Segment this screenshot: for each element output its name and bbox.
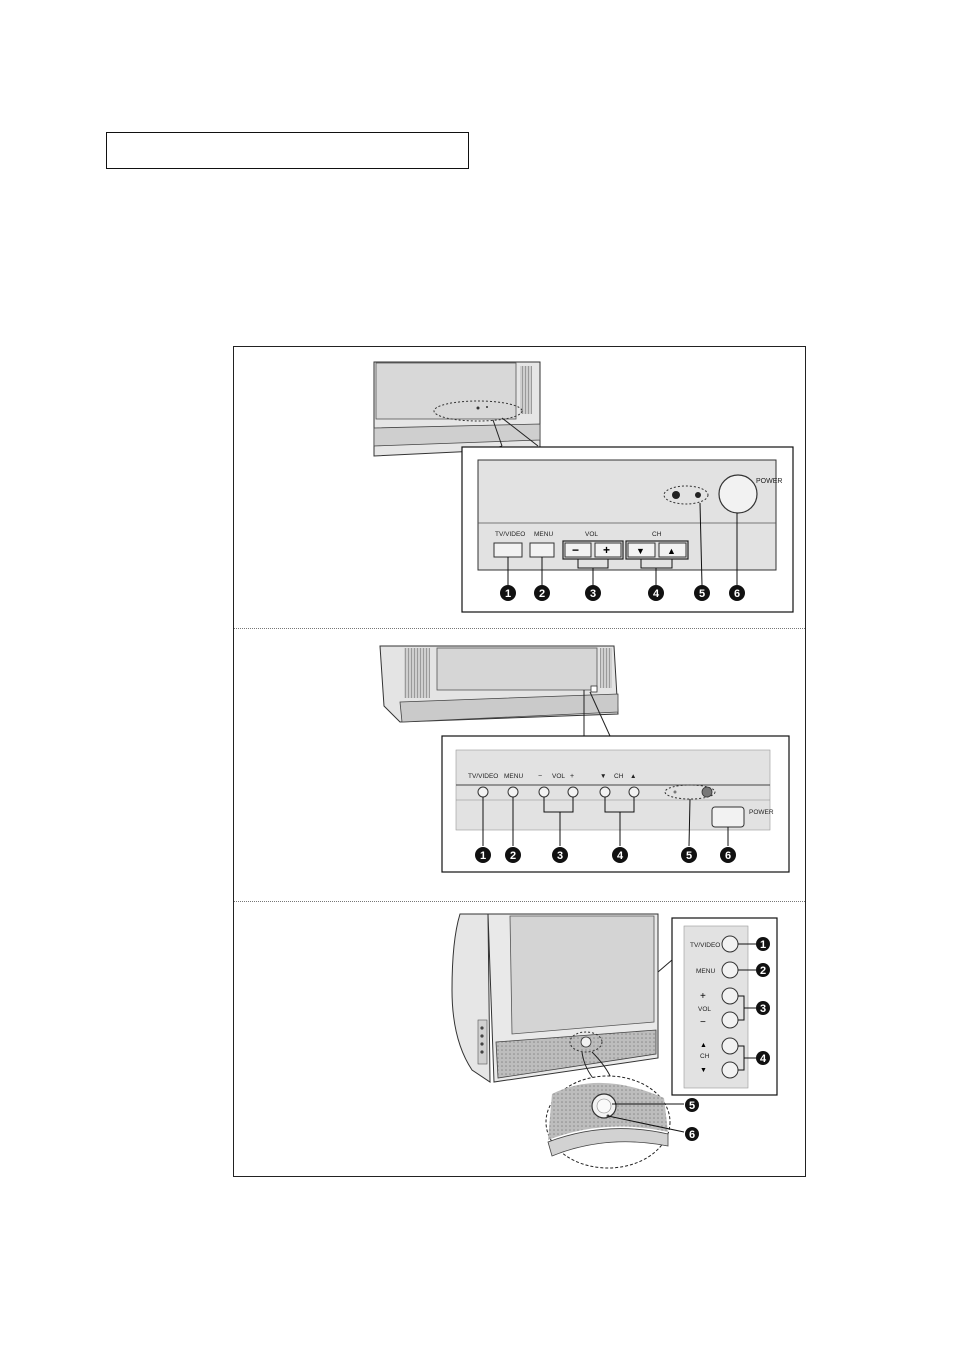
callout-number-2-5: 5 <box>681 847 697 863</box>
ch-up-label-3: ▲ <box>700 1042 707 1049</box>
tv-2-illustration <box>379 645 619 737</box>
power-zoom-callout <box>545 1075 671 1169</box>
svg-text:3: 3 <box>557 850 563 862</box>
ch-down-label-3: ▼ <box>700 1067 707 1074</box>
vol-plus-glyph-1: + <box>603 543 610 557</box>
tvvideo-label-1: TV/VIDEO <box>495 531 525 538</box>
callout-number-3-2: 2 <box>756 963 770 977</box>
power-indicator <box>695 492 701 498</box>
svg-text:5: 5 <box>686 850 692 862</box>
svg-text:3: 3 <box>590 588 596 600</box>
svg-text:5: 5 <box>689 1100 695 1112</box>
ch-up-button-1[interactable] <box>658 542 687 558</box>
vol-label-2: VOL <box>552 773 565 780</box>
vol-up-button-3[interactable] <box>721 987 739 1005</box>
callout-number-1-1: 1 <box>500 585 516 601</box>
sensor-area-1 <box>663 485 709 505</box>
panel-3: TV/VIDEO MENU + VOL − ▲ CH ▼ 1 2 3 4 <box>451 913 778 1169</box>
remote-sensor <box>672 491 680 499</box>
vol-minus-label-2: − <box>538 773 542 780</box>
menu-label-2: MENU <box>504 773 523 780</box>
svg-text:1: 1 <box>480 850 486 862</box>
svg-text:3: 3 <box>760 1003 766 1015</box>
vol-up-button-2[interactable] <box>567 786 579 798</box>
callout-number-2-4: 4 <box>612 847 628 863</box>
vol-down-button-1[interactable] <box>564 542 592 558</box>
menu-button-1[interactable] <box>529 542 555 558</box>
callout-number-1-2: 2 <box>534 585 550 601</box>
panel-1: POWER TV/VIDEO MENU VOL CH − + ▼ ▲ <box>373 361 794 613</box>
tvvideo-button-2[interactable] <box>477 786 489 798</box>
power-label-2: POWER <box>749 809 774 816</box>
control-panel-3 <box>683 925 749 1089</box>
vol-plus-label-3: + <box>700 991 706 1002</box>
tvvideo-button-3[interactable] <box>721 935 739 953</box>
callout-number-3-4: 4 <box>756 1051 770 1065</box>
svg-text:2: 2 <box>539 588 545 600</box>
ch-up-glyph-1: ▲ <box>667 546 676 556</box>
callout-number-2-3: 3 <box>552 847 568 863</box>
ch-down-button-1[interactable] <box>627 542 656 558</box>
svg-text:6: 6 <box>725 850 731 862</box>
callout-number-2-1: 1 <box>475 847 491 863</box>
vol-minus-glyph-1: − <box>572 543 579 557</box>
ch-down-label-2: ▼ <box>600 773 606 780</box>
power-button-1[interactable] <box>718 474 758 514</box>
vol-up-button-1[interactable] <box>594 542 622 558</box>
callout-number-2-2: 2 <box>505 847 521 863</box>
menu-button-2[interactable] <box>507 786 519 798</box>
ch-up-label-2: ▲ <box>630 773 636 780</box>
vol-down-button-2[interactable] <box>538 786 550 798</box>
tvvideo-label-3: TV/VIDEO <box>690 942 720 949</box>
tv-1-illustration <box>373 361 541 461</box>
callout-number-1-3: 3 <box>585 585 601 601</box>
svg-text:5: 5 <box>699 588 705 600</box>
sensor-area-2 <box>664 784 716 800</box>
ch-label-3: CH <box>700 1053 710 1060</box>
section-title-box <box>106 132 469 169</box>
svg-text:1: 1 <box>505 588 511 600</box>
ch-up-button-3[interactable] <box>721 1037 739 1055</box>
panel-divider-1 <box>234 628 805 629</box>
menu-label-1: MENU <box>534 531 553 538</box>
ch-up-button-2[interactable] <box>628 786 640 798</box>
callout-number-1-5: 5 <box>694 585 710 601</box>
ch-down-glyph-1: ▼ <box>636 546 645 556</box>
callout-number-1-6: 6 <box>729 585 745 601</box>
svg-text:6: 6 <box>689 1129 695 1141</box>
vol-label-3: VOL <box>698 1006 711 1013</box>
ch-label-2: CH <box>614 773 624 780</box>
vol-plus-label-2: + <box>570 773 574 780</box>
vol-minus-label-3: − <box>700 1017 706 1028</box>
ch-label-1: CH <box>652 531 662 538</box>
tv-3-illustration <box>451 913 673 1083</box>
svg-text:4: 4 <box>653 588 660 600</box>
callout-number-1-4: 4 <box>648 585 664 601</box>
svg-text:2: 2 <box>510 850 516 862</box>
callout-number-3-3: 3 <box>756 1001 770 1015</box>
tvvideo-button-1[interactable] <box>493 542 523 558</box>
callout-number-3-6: 6 <box>685 1127 699 1141</box>
svg-text:4: 4 <box>760 1053 767 1065</box>
svg-text:2: 2 <box>760 965 766 977</box>
callout-number-3-5: 5 <box>685 1098 699 1112</box>
power-label-1: POWER <box>756 478 782 485</box>
tvvideo-label-2: TV/VIDEO <box>468 773 498 780</box>
ch-down-button-3[interactable] <box>721 1061 739 1079</box>
menu-button-3[interactable] <box>721 961 739 979</box>
callout-number-2-6: 6 <box>720 847 736 863</box>
menu-label-3: MENU <box>696 968 715 975</box>
vol-down-button-3[interactable] <box>721 1011 739 1029</box>
vol-label-1: VOL <box>585 531 598 538</box>
svg-text:4: 4 <box>617 850 624 862</box>
callout-number-3-1: 1 <box>756 937 770 951</box>
panel-divider-2 <box>234 901 805 902</box>
power-button-2[interactable] <box>711 806 745 828</box>
svg-text:1: 1 <box>760 939 766 951</box>
svg-text:6: 6 <box>734 588 740 600</box>
panel-2: TV/VIDEO MENU − VOL + ▼ CH ▲ POWER 1 2 <box>379 645 790 873</box>
ch-down-button-2[interactable] <box>599 786 611 798</box>
